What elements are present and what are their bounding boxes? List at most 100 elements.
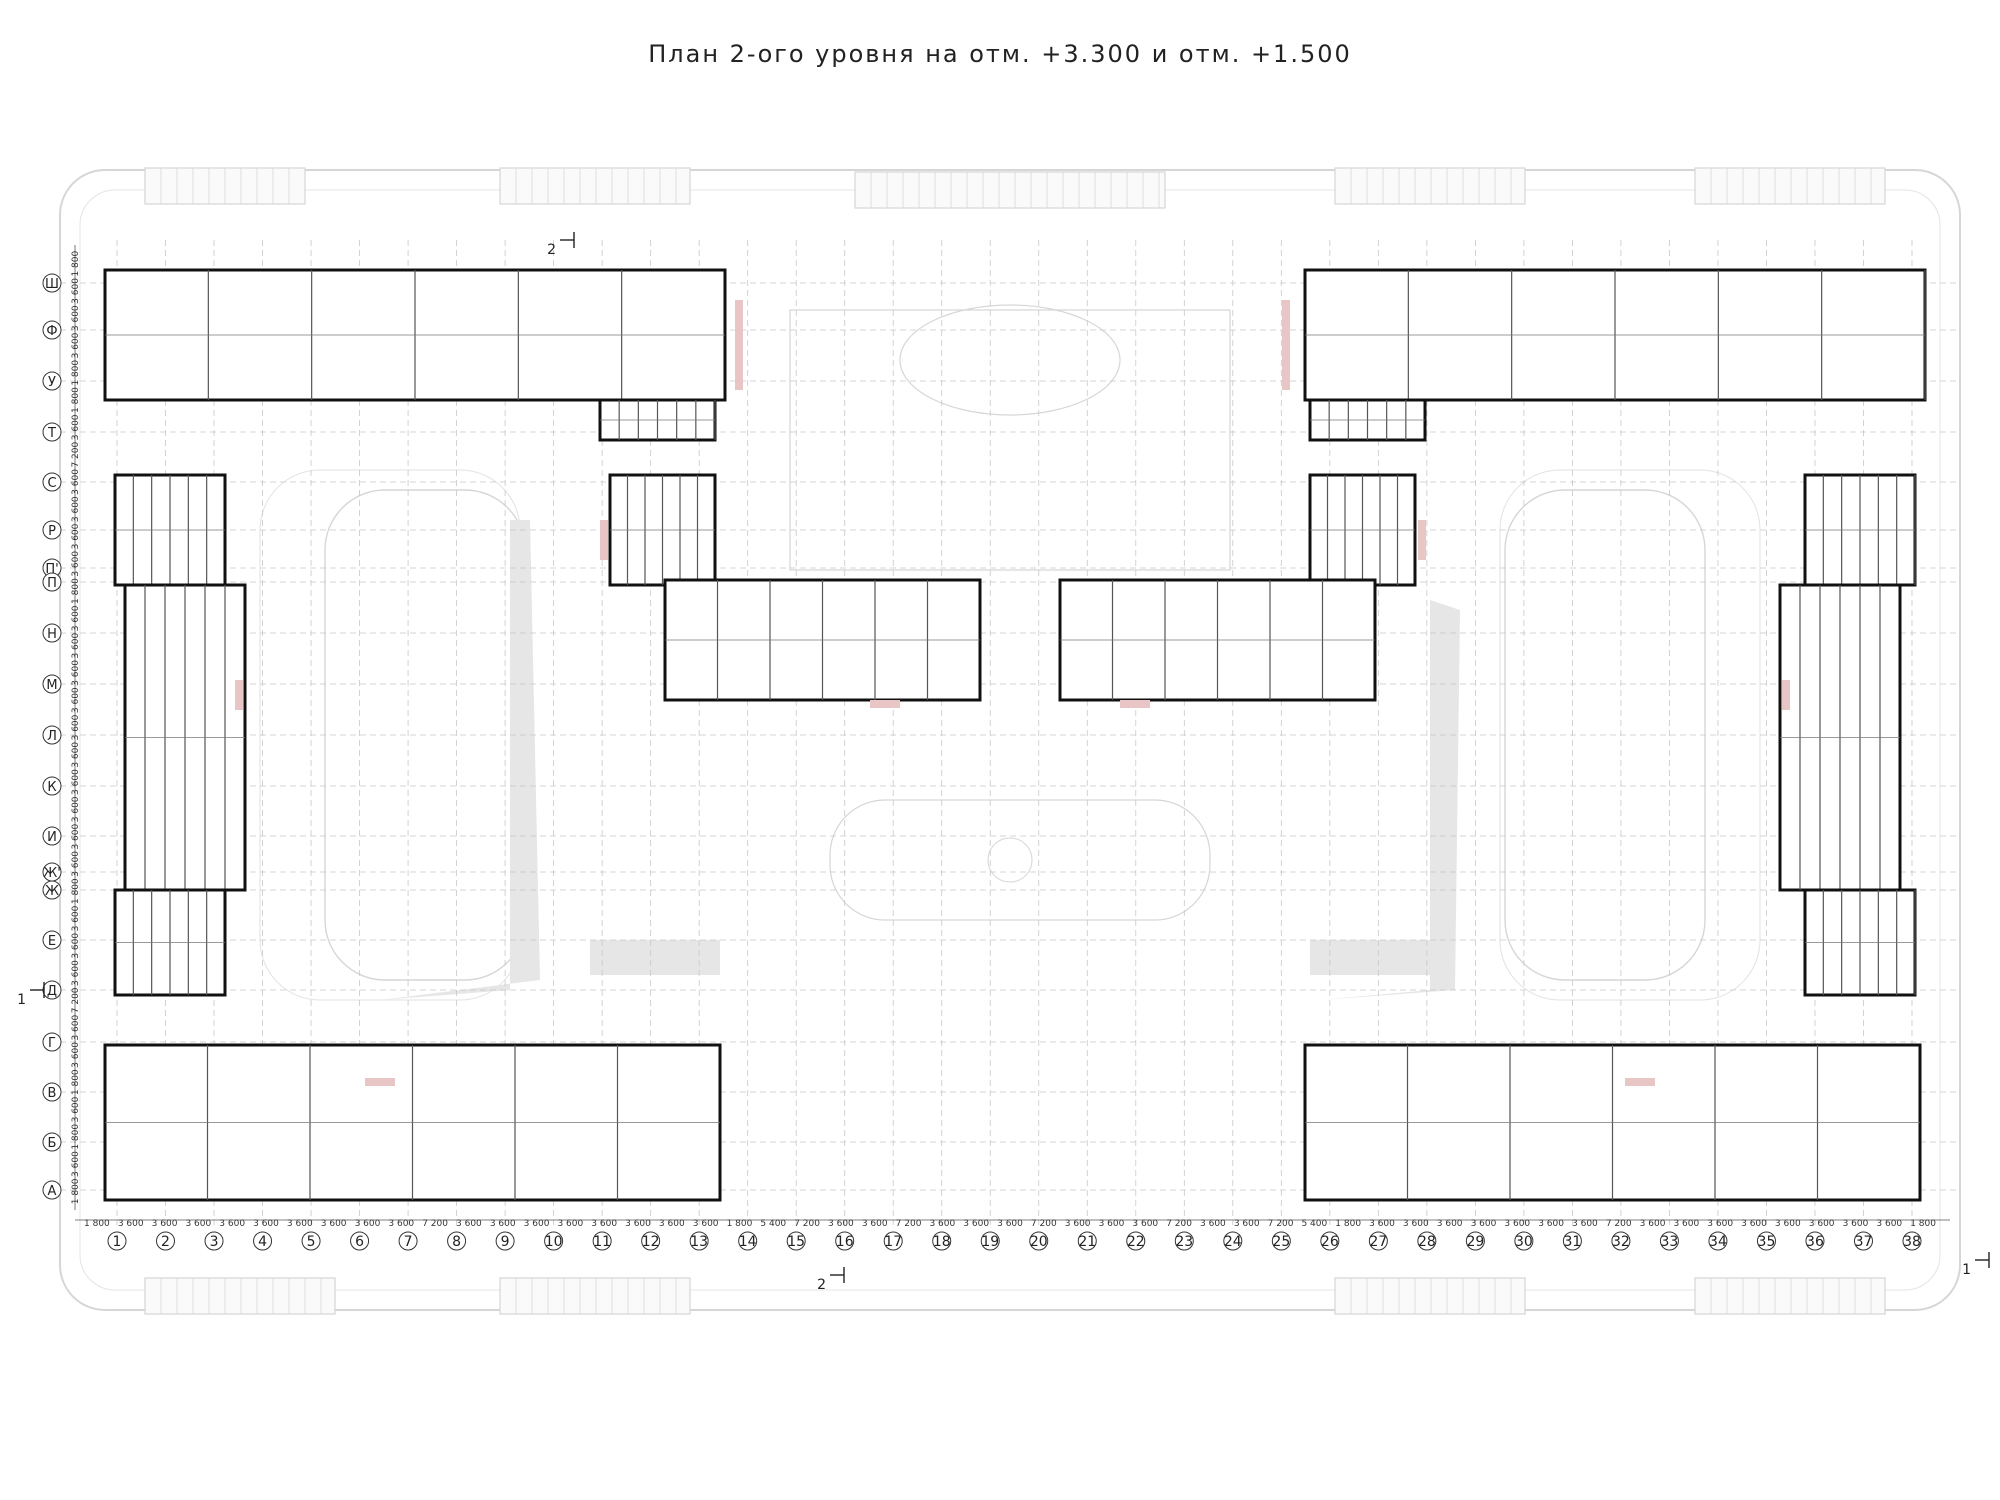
axis-letter-label: М	[46, 678, 57, 693]
dimension-value: 3 600	[1132, 1219, 1158, 1229]
axis-letter-label: Д	[47, 984, 57, 999]
dimension-value: 3 600	[71, 714, 81, 740]
section-mark-top: 2	[547, 232, 575, 258]
axis-bubble	[980, 1231, 1000, 1251]
axis-bubble	[786, 1231, 806, 1251]
axis-marker-number: 12	[641, 1231, 661, 1251]
axis-bubble	[883, 1231, 903, 1251]
dimension-value: 1 800	[71, 250, 81, 276]
axis-marker-letter: П	[42, 572, 62, 592]
dimension-value: 7 200	[1166, 1219, 1192, 1229]
axis-bubble	[1417, 1231, 1437, 1251]
dimension-value: 1 800	[71, 360, 81, 386]
axis-marker-number: 20	[1029, 1231, 1049, 1251]
axis-marker-number: 13	[689, 1231, 709, 1251]
sports-court	[829, 799, 1211, 921]
axis-number-label: 30	[1515, 1234, 1533, 1250]
dimension-value: 3 600	[253, 1219, 279, 1229]
axis-bubble	[42, 826, 62, 846]
axis-marker-number: 5	[301, 1231, 321, 1251]
section-mark-bottom: 2	[817, 1267, 845, 1293]
court-circle	[987, 837, 1033, 883]
axis-number-label: 6	[355, 1234, 364, 1250]
dimension-value: 3 600	[1099, 1219, 1125, 1229]
axis-number-label: 14	[739, 1234, 757, 1250]
axis-letter-label: Г	[48, 1036, 56, 1051]
dimension-value: 3 600	[71, 523, 81, 549]
axis-marker-letter: В	[42, 1082, 62, 1102]
axis-bubble	[42, 880, 62, 900]
axis-marker-letter: Б	[42, 1132, 62, 1152]
dimension-value: 3 600	[1843, 1219, 1869, 1229]
fountain-court	[899, 304, 1121, 416]
dimension-value: 3 600	[1369, 1219, 1395, 1229]
parking-strip	[499, 1277, 691, 1315]
axis-letter-label: Б	[48, 1136, 57, 1151]
dimension-value: 3 600	[1538, 1219, 1564, 1229]
axis-marker-number: 28	[1417, 1231, 1437, 1251]
parking-strip	[1694, 167, 1886, 205]
axis-marker-letter: А	[42, 1180, 62, 1200]
axis-marker-number: 19	[980, 1231, 1000, 1251]
axis-bubble	[42, 520, 62, 540]
axis-number-label: 35	[1758, 1234, 1776, 1250]
axis-number-label: 36	[1806, 1234, 1824, 1250]
axis-number-label: 4	[258, 1234, 267, 1250]
cast-shadow	[1310, 940, 1440, 975]
dimension-value: 3 600	[929, 1219, 955, 1229]
axis-letter-label: П	[47, 576, 57, 591]
dimension-value: 3 600	[1809, 1219, 1835, 1229]
axis-bubble	[253, 1231, 273, 1251]
axis-marker-letter: Ж	[42, 880, 62, 900]
section-mark-right: 1	[1962, 1252, 1990, 1278]
axis-marker-letter: Г	[42, 1032, 62, 1052]
dimension-value: 3 600	[1673, 1219, 1699, 1229]
dimension-value: 3 600	[287, 1219, 313, 1229]
axis-bubble	[398, 1231, 418, 1251]
axis-letter-label: Р	[48, 524, 56, 539]
dimension-value: 3 600	[71, 469, 81, 495]
axis-bubble	[1126, 1231, 1146, 1251]
dimension-value: 3 600	[388, 1219, 414, 1229]
axis-marker-number: 25	[1271, 1231, 1291, 1251]
dimension-value: 1 800	[71, 387, 81, 413]
axis-number-label: 16	[836, 1234, 854, 1250]
dimension-value: 3 600	[71, 605, 81, 631]
axis-letter-label: А	[48, 1184, 57, 1199]
dimension-value: 7 200	[896, 1219, 922, 1229]
dimension-value: 3 600	[71, 1151, 81, 1177]
axis-marker-number: 2	[156, 1231, 176, 1251]
axis-number-label: 12	[642, 1234, 660, 1250]
axis-bubble	[1029, 1231, 1049, 1251]
axis-bubble	[1562, 1231, 1582, 1251]
axis-number-label: 24	[1224, 1234, 1242, 1250]
axis-bubble	[1756, 1231, 1776, 1251]
dimension-value: 3 600	[1876, 1219, 1902, 1229]
dimension-value: 3 600	[71, 796, 81, 822]
axis-bubble	[42, 572, 62, 592]
axis-bubble	[301, 1231, 321, 1251]
axis-bubble	[1853, 1231, 1873, 1251]
axis-bubble	[1271, 1231, 1291, 1251]
axis-marker-number: 37	[1853, 1231, 1873, 1251]
axis-marker-number: 15	[786, 1231, 806, 1251]
balcony-accent	[235, 680, 243, 710]
axis-marker-number: 1	[107, 1231, 127, 1251]
axis-number-label: 9	[501, 1234, 510, 1250]
building-blocks	[103, 268, 1927, 1202]
axis-marker-letter: Т	[42, 422, 62, 442]
axis-marker-number: 27	[1368, 1231, 1388, 1251]
axis-number-label: 31	[1563, 1234, 1581, 1250]
dimension-value: 3 600	[321, 1219, 347, 1229]
dimension-value: 3 600	[71, 769, 81, 795]
axis-marker-number: 21	[1077, 1231, 1097, 1251]
axis-letter-label: Л	[47, 729, 57, 744]
axis-bubble	[350, 1231, 370, 1251]
axis-marker-number: 17	[883, 1231, 903, 1251]
axis-marker-letter: М	[42, 674, 62, 694]
axis-marker-number: 34	[1708, 1231, 1728, 1251]
dimension-value: 3 600	[152, 1219, 178, 1229]
